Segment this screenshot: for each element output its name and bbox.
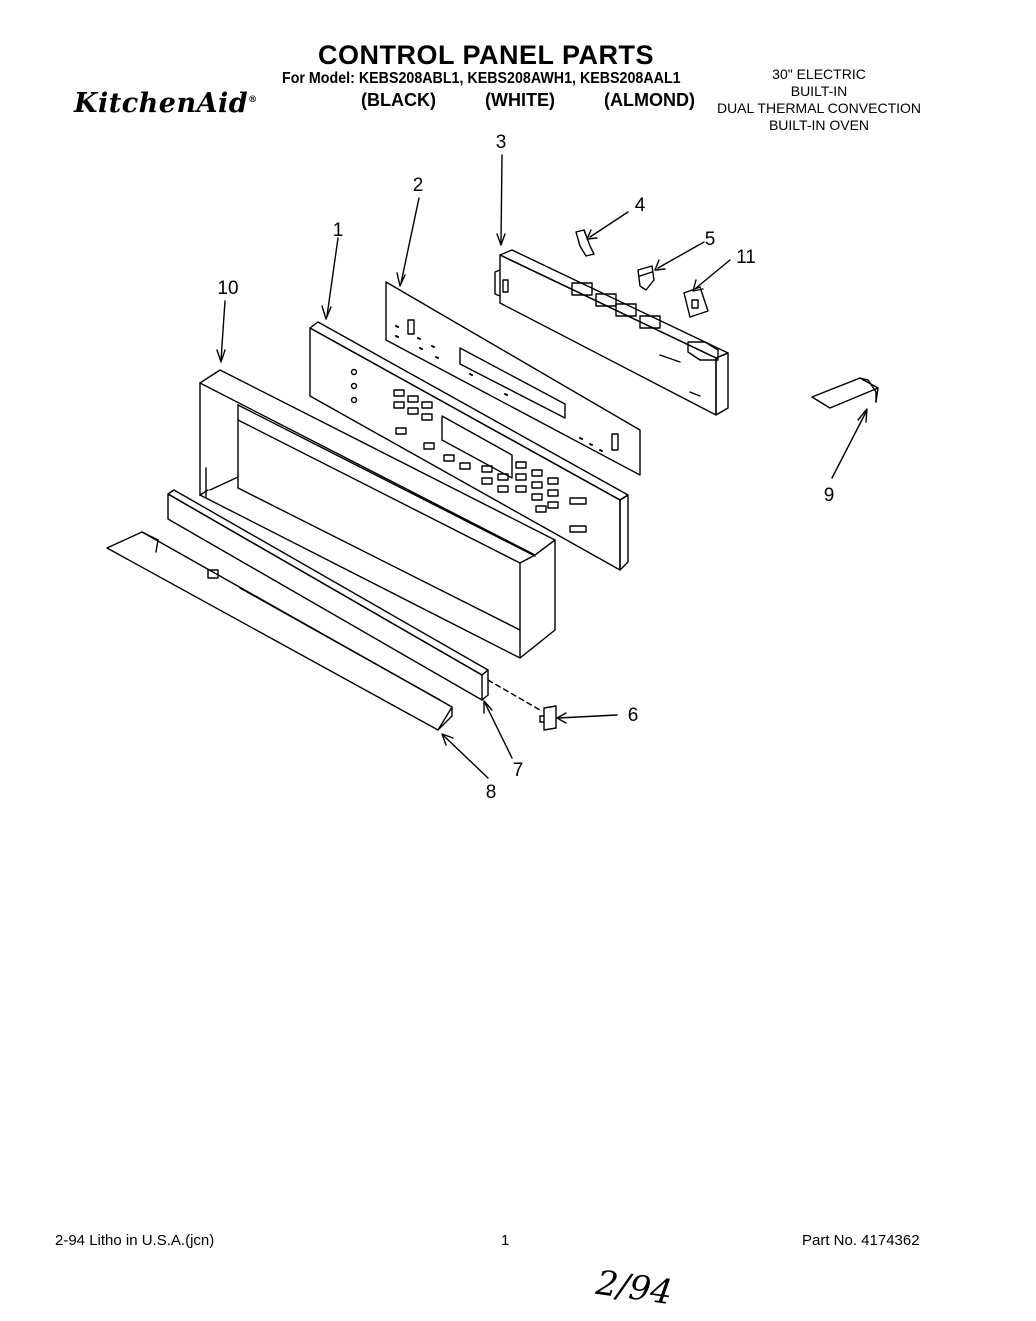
part-7-lower-strip xyxy=(167,489,489,701)
color-almond: (ALMOND) xyxy=(604,90,695,110)
callout-8: 8 xyxy=(486,782,497,803)
model-numbers: For Model: KEBS208ABL1, KEBS208AWH1, KEB… xyxy=(282,70,681,87)
part-11-switch xyxy=(683,286,709,318)
desc-line-1: 30" ELECTRIC xyxy=(772,66,866,82)
part-5-bracket xyxy=(637,265,655,291)
desc-line-3: DUAL THERMAL CONVECTION xyxy=(716,100,922,116)
registered-mark: ® xyxy=(248,95,258,105)
brand-logo: KitchenAid® xyxy=(74,88,258,119)
part-4-clip xyxy=(575,229,595,257)
callout-leaders xyxy=(216,154,868,779)
callout-5: 5 xyxy=(705,229,716,250)
part-10-trim-frame xyxy=(199,369,556,659)
callout-4: 4 xyxy=(635,195,646,216)
part-2-overlay xyxy=(385,281,641,476)
part-9-bracket xyxy=(811,377,879,409)
callout-10: 10 xyxy=(217,278,238,299)
part-6-clip xyxy=(487,679,557,731)
desc-line-2: BUILT-IN xyxy=(790,83,848,99)
footer-page-number: 1 xyxy=(501,1232,510,1249)
part-3-control-board xyxy=(494,249,729,416)
color-black: (BLACK) xyxy=(361,90,436,110)
page-title: CONTROL PANEL PARTS xyxy=(318,40,655,70)
part-8-bottom-trim xyxy=(106,531,453,731)
callout-6: 6 xyxy=(628,705,639,726)
brand-name: KitchenAid xyxy=(74,88,249,119)
callout-11: 11 xyxy=(736,247,756,268)
footer-date-litho: 2-94 Litho in U.S.A.(jcn) xyxy=(55,1232,215,1249)
appliance-description: 30" ELECTRIC BUILT-IN DUAL THERMAL CONVE… xyxy=(706,66,932,134)
desc-line-4: BUILT-IN OVEN xyxy=(768,117,870,133)
callout-1: 1 xyxy=(333,220,344,241)
callout-7: 7 xyxy=(513,760,524,781)
callout-9: 9 xyxy=(824,485,835,506)
callout-2: 2 xyxy=(413,175,424,196)
callout-numbers: 1 2 3 4 5 6 7 8 9 10 11 xyxy=(217,132,834,803)
part-1-control-panel xyxy=(309,321,629,571)
footer-part-number: Part No. 4174362 xyxy=(802,1232,920,1249)
color-white: (WHITE) xyxy=(485,90,555,110)
callout-3: 3 xyxy=(496,132,507,153)
